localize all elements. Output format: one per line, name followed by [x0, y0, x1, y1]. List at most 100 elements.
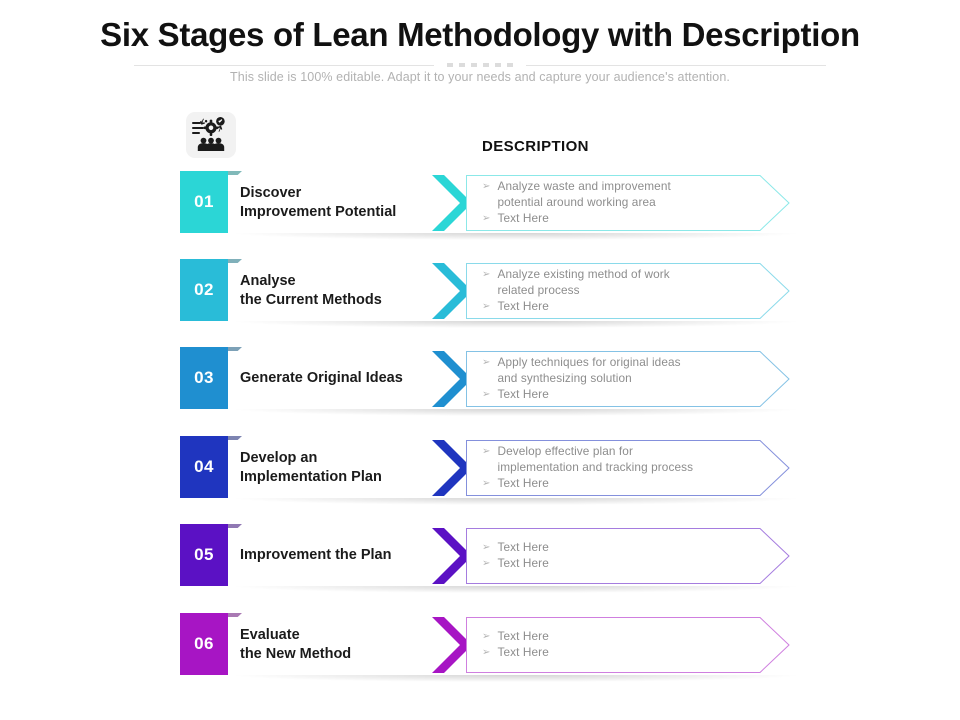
stage-label-line1: Discover: [240, 184, 302, 201]
stage-label-text: Generate Original Ideas: [240, 351, 430, 407]
stage-label-text: Evaluate the New Method: [240, 617, 430, 673]
stage-label-background: [228, 617, 460, 673]
stage-number-badge[interactable]: 06: [180, 613, 228, 675]
stage-description-background: [466, 351, 790, 407]
arrow-bullet-icon: ➢: [482, 388, 491, 400]
stage-chevron-arrow-icon: [430, 351, 476, 407]
description-bullet-text: Text Here: [497, 629, 549, 644]
stage-description-box[interactable]: ➢ Apply techniques for original ideas and…: [466, 351, 790, 407]
arrow-bullet-icon: ➢: [482, 477, 491, 489]
divider-rule-right: [526, 65, 826, 66]
stage-description-box[interactable]: ➢ Text Here ➢ Text Here: [466, 617, 790, 673]
stage-label-box[interactable]: Generate Original Ideas: [228, 351, 460, 407]
stage-description-background: [466, 175, 790, 231]
description-bullet-text: Text Here: [497, 556, 549, 570]
description-bullet: ➢Develop effective plan for implementati…: [482, 444, 762, 475]
stage-row[interactable]: 03 Generate Original Ideas ➢ Apply techniqu…: [0, 347, 960, 421]
arrow-bullet-icon: ➢: [482, 542, 491, 554]
stage-label-line1: Improvement the Plan: [240, 547, 392, 564]
description-column-header: DESCRIPTION: [482, 138, 589, 155]
stage-description-background: [466, 528, 790, 584]
row-shadow: [236, 498, 796, 505]
stage-number-text: 05: [194, 545, 214, 564]
row-shadow: [236, 409, 796, 416]
arrow-bullet-icon: ➢: [482, 631, 491, 643]
stage-number-text: 03: [194, 368, 214, 387]
stage-label-box[interactable]: Evaluate the New Method: [228, 617, 460, 673]
description-bullet-text: Text Here: [497, 210, 549, 225]
description-bullet-text: Text Here: [497, 475, 549, 490]
description-bullet: ➢ Text Here: [482, 645, 762, 661]
stage-number-badge[interactable]: 01: [180, 171, 228, 233]
description-bullet: ➢Text Here: [482, 556, 762, 572]
stage-label-box[interactable]: Analyse the Current Methods: [228, 263, 460, 319]
stage-label-background: [228, 175, 460, 231]
stage-chevron-arrow-icon: [430, 528, 476, 584]
description-bullet: ➢Text Here: [482, 387, 762, 403]
stage-chevron-arrow-icon: [430, 617, 476, 673]
stage-row[interactable]: 06 Evaluate the New Method ➢ Text Here ➢ Text …: [0, 613, 960, 687]
stage-description-outline: [466, 351, 790, 407]
row-shadow: [236, 675, 796, 682]
stage-number-badge[interactable]: 02: [180, 259, 228, 321]
stage-description-list: ➢Text Here➢Text Here: [482, 533, 762, 579]
stage-description-outline: [466, 617, 790, 673]
stage-label-line1: Develop an: [240, 449, 318, 466]
arrow-bullet-icon: ➢: [482, 647, 491, 658]
stage-description-list: ➢ Analyze waste and improvement potential…: [482, 179, 762, 226]
stage-label-line2: Improvement Potential: [240, 204, 397, 220]
stage-label-line2: the New Method: [240, 646, 352, 662]
stage-label-box[interactable]: Improvement the Plan: [228, 528, 460, 584]
stage-label-text: Analyse the Current Methods: [240, 263, 430, 319]
stage-description-box[interactable]: ➢ Analyze existing method of work related…: [466, 263, 790, 319]
stage-description-list: ➢ Analyze existing method of work related…: [482, 267, 762, 315]
description-bullet-text: Text Here: [497, 645, 549, 659]
title-divider: [134, 61, 826, 70]
description-bullet: ➢Apply techniques for original ideas and…: [482, 355, 762, 386]
stage-row[interactable]: 02 Analyse the Current Methods ➢ Analyze exi…: [0, 259, 960, 333]
description-bullet: ➢Text Here: [482, 299, 762, 315]
stage-label-line2: the Current Methods: [240, 292, 382, 308]
stage-number-text: 02: [194, 280, 214, 299]
description-bullet: ➢Analyze existing method of work related…: [482, 267, 762, 298]
stage-label-line1: Evaluate: [240, 626, 300, 643]
stage-label-line1: Analyse: [240, 272, 296, 289]
stage-label-background: [228, 440, 460, 496]
arrow-bullet-icon: ➢: [482, 212, 491, 224]
stage-label-background: [228, 528, 460, 584]
stage-chevron-arrow-icon: [430, 175, 476, 231]
stage-label-line1: Generate Original Ideas: [240, 370, 403, 387]
stage-description-list: ➢ Develop effective plan for implementati…: [482, 444, 762, 492]
stage-description-box[interactable]: ➢ Develop effective plan for implementati…: [466, 440, 790, 496]
stage-description-box[interactable]: ➢ Analyze waste and improvement potential…: [466, 175, 790, 231]
stage-label-background: [228, 263, 460, 319]
stage-label-text: Improvement the Plan: [240, 528, 430, 584]
arrow-bullet-icon: ➢: [482, 181, 491, 193]
row-shadow: [236, 321, 796, 328]
stage-description-background: [466, 617, 790, 673]
stage-number-badge[interactable]: 03: [180, 347, 228, 409]
stage-number-text: 06: [194, 634, 214, 653]
description-bullet: ➢ Text Here: [482, 629, 762, 645]
description-bullet-text: Develop effective plan for implementatio…: [497, 444, 694, 475]
gear-team-process-icon: [186, 112, 236, 158]
description-bullet-text: Apply techniques for original ideas and …: [497, 355, 681, 386]
description-bullet: ➢ Analyze waste and improvement potential…: [482, 179, 762, 210]
divider-rule-left: [134, 65, 434, 66]
page-subtitle: This slide is 100% editable. Adapt it to…: [230, 70, 730, 84]
stage-number-badge[interactable]: 05: [180, 524, 228, 586]
stage-description-list: ➢ Text Here ➢ Text Here: [482, 622, 762, 668]
description-bullet: ➢ Text Here: [482, 476, 762, 492]
arrow-bullet-icon: ➢: [482, 300, 491, 312]
stage-number-badge[interactable]: 04: [180, 436, 228, 498]
stage-description-box[interactable]: ➢Text Here➢Text Here: [466, 528, 790, 584]
description-bullet-text: Analyze existing method of work related …: [497, 267, 670, 298]
description-bullet-text: Analyze waste and improvement potential …: [497, 179, 671, 210]
